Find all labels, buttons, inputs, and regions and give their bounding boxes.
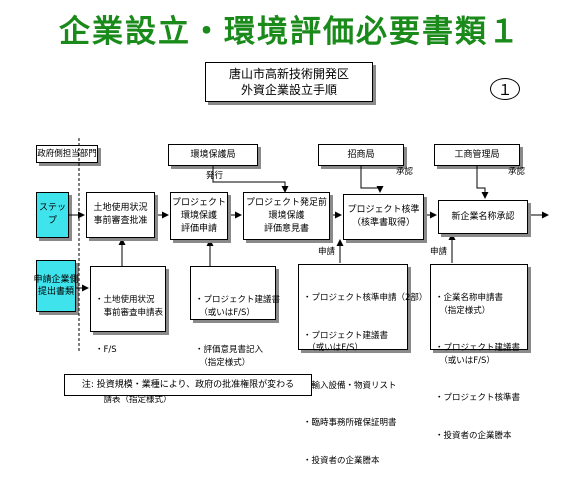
document-item: ・評価意見書記入 （指定様式）: [195, 345, 264, 368]
step-environment-opinion: プロジェクト発足前 環境保護 評価意見書: [243, 192, 330, 240]
government-dept-label: 政府側担当部門: [36, 145, 98, 163]
apply-label-2: 申請: [430, 247, 448, 257]
document-item: ・F/S: [95, 345, 117, 355]
document-item: ・プロジェクト建議書 （或いはF/S）: [195, 295, 281, 318]
approval-label-2: 承認: [508, 167, 526, 177]
authority-commerce: 工商管理局: [434, 144, 520, 166]
page-badge: １: [490, 78, 520, 100]
authority-investment: 招商局: [318, 144, 404, 166]
documents-environment: ・プロジェクト建議書 （或いはF/S） ・評価意見書記入 （指定様式）: [190, 266, 281, 368]
subtitle-line1: 唐山市高新技術開発区: [228, 67, 349, 81]
issue-label: 発行: [206, 171, 224, 181]
authority-environment: 環境保護局: [168, 144, 258, 166]
subtitle-box: 唐山市高新技術開発区 外資企業設立手順: [205, 62, 373, 102]
step-environment-application: プロジェクト 環境保護 評価申請: [170, 192, 228, 240]
flow-connectors: [69, 138, 549, 352]
document-item: ・プロジェクト核準申請（2部）: [303, 293, 428, 303]
step-label: ステップ: [36, 192, 69, 238]
document-item: ・プロジェクト核準書: [435, 393, 521, 403]
approval-label-1: 承認: [396, 167, 414, 177]
apply-label-1: 申請: [318, 247, 336, 257]
step-land-use-preapproval: 土地使用状況 事前審査批准: [86, 192, 155, 238]
document-item: ・臨時事務所確保証明書: [303, 418, 397, 428]
documents-land-use: ・土地使用状況 事前審査申請表 ・F/S ・土地事前審査申 請表（指定様式）: [90, 266, 172, 405]
document-item: ・投資者の企業謄本: [303, 455, 380, 466]
document-item: ・土地使用状況 事前審査申請表: [95, 295, 164, 318]
document-item: ・企業名称申請書 （指定様式）: [435, 293, 504, 316]
document-item: ・プロジェクト建議書 （或いはF/S）: [303, 330, 389, 354]
subtitle-line2: 外資企業設立手順: [240, 83, 337, 97]
documents-company-name: ・企業名称申請書 （指定様式） ・プロジェクト建議書 （或いはF/S） ・プロジ…: [430, 264, 528, 441]
footnote: 注: 投資規模・業種により、政府の批准権限が変わる: [64, 374, 312, 396]
document-item: ・プロジェクト建議書 （或いはF/S）: [435, 343, 521, 366]
document-item: ・輸入設備・物資リスト: [303, 380, 397, 391]
page-title: 企業設立・環境評価必要書類１: [59, 14, 521, 50]
applicant-docs-label: 申請企業側 提出書類: [34, 260, 79, 312]
step-company-name-approval: 新企業名称承認: [438, 200, 528, 234]
step-project-approval: プロジェクト核準 （核準書取得）: [343, 194, 424, 240]
document-item: ・投資者の企業謄本: [435, 430, 512, 441]
documents-project-approval: ・プロジェクト核準申請（2部） ・プロジェクト建議書 （或いはF/S） ・輸入設…: [298, 264, 428, 466]
